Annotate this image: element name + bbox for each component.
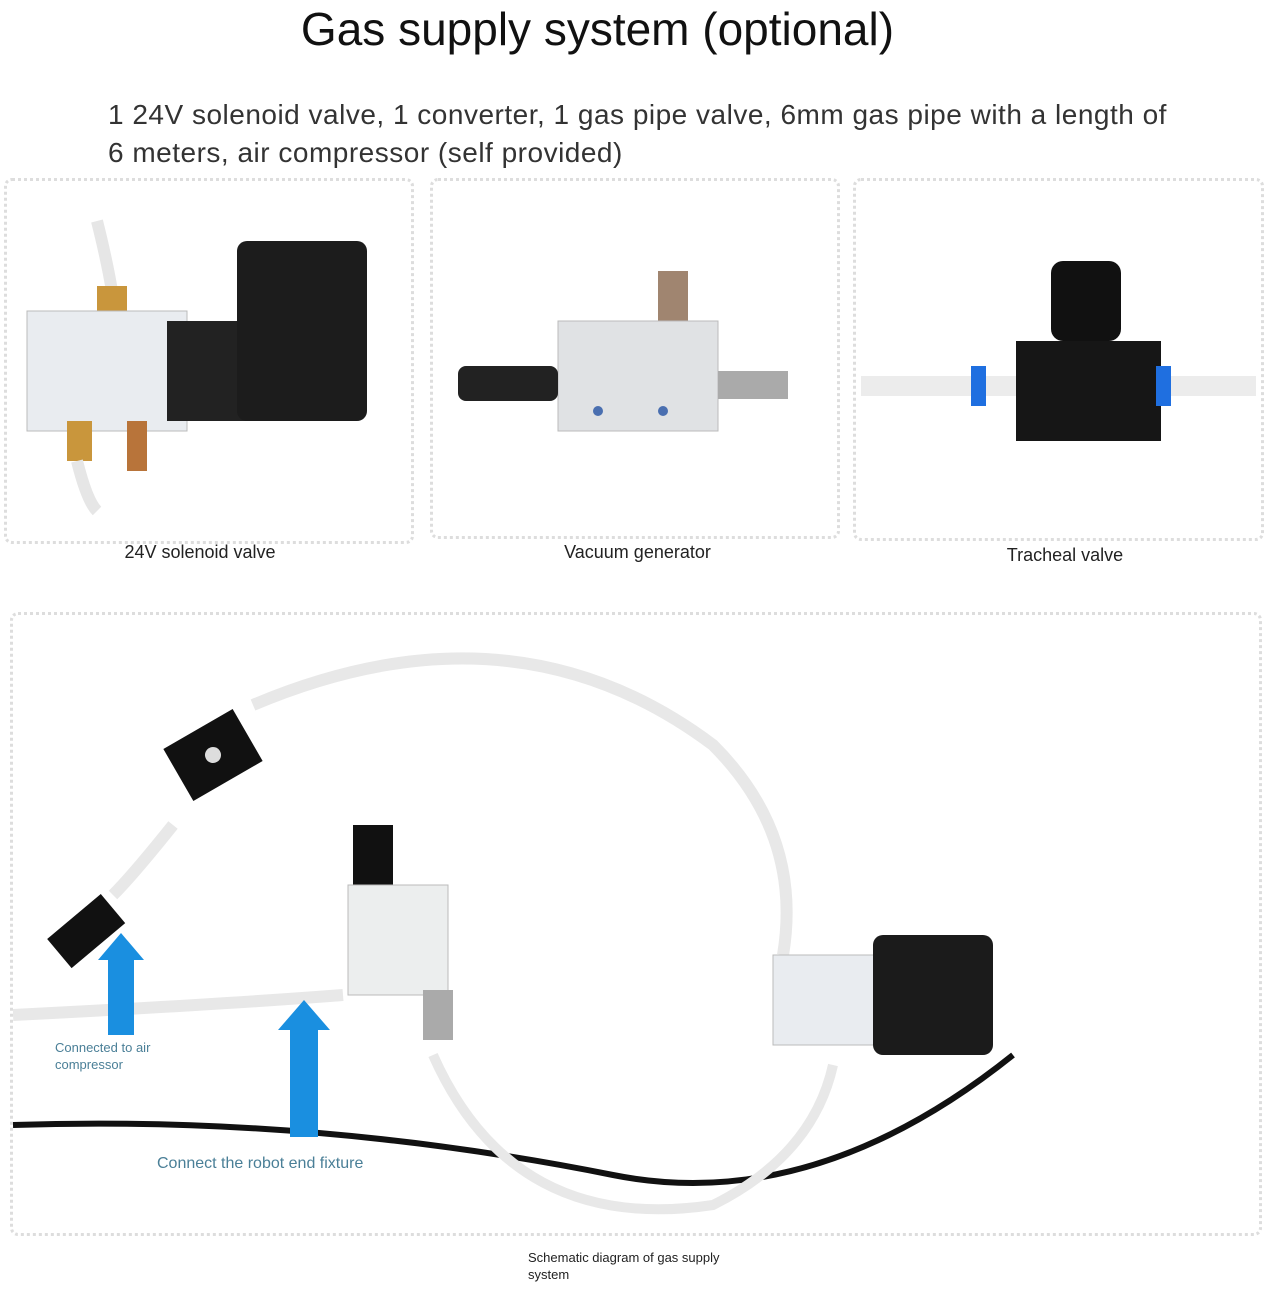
solenoid-valve-panel	[4, 178, 414, 544]
caption-tracheal-valve: Tracheal valve	[1006, 545, 1124, 565]
vacuum-generator-panel	[430, 178, 840, 539]
solenoid-valve-image	[26, 219, 367, 516]
vacuum-generator-image	[458, 271, 788, 432]
page-title: Gas supply system (optional)	[300, 3, 895, 55]
label-robot-end-fixture: Connect the robot end fixture	[157, 1155, 364, 1172]
tracheal-valve-image	[861, 261, 1256, 441]
schematic-panel	[10, 612, 1262, 1236]
caption-schematic: Schematic diagram of gas supply system	[528, 1250, 720, 1282]
caption-solenoid-valve: 24V solenoid valve	[124, 542, 276, 562]
kit-description: 1 24V solenoid valve, 1 converter, 1 gas…	[108, 99, 1167, 168]
label-air-compressor: Connected to air compressor	[55, 1040, 151, 1072]
schematic-image	[13, 652, 1015, 1215]
tracheal-valve-panel	[853, 178, 1264, 541]
caption-vacuum-generator: Vacuum generator	[564, 542, 711, 562]
